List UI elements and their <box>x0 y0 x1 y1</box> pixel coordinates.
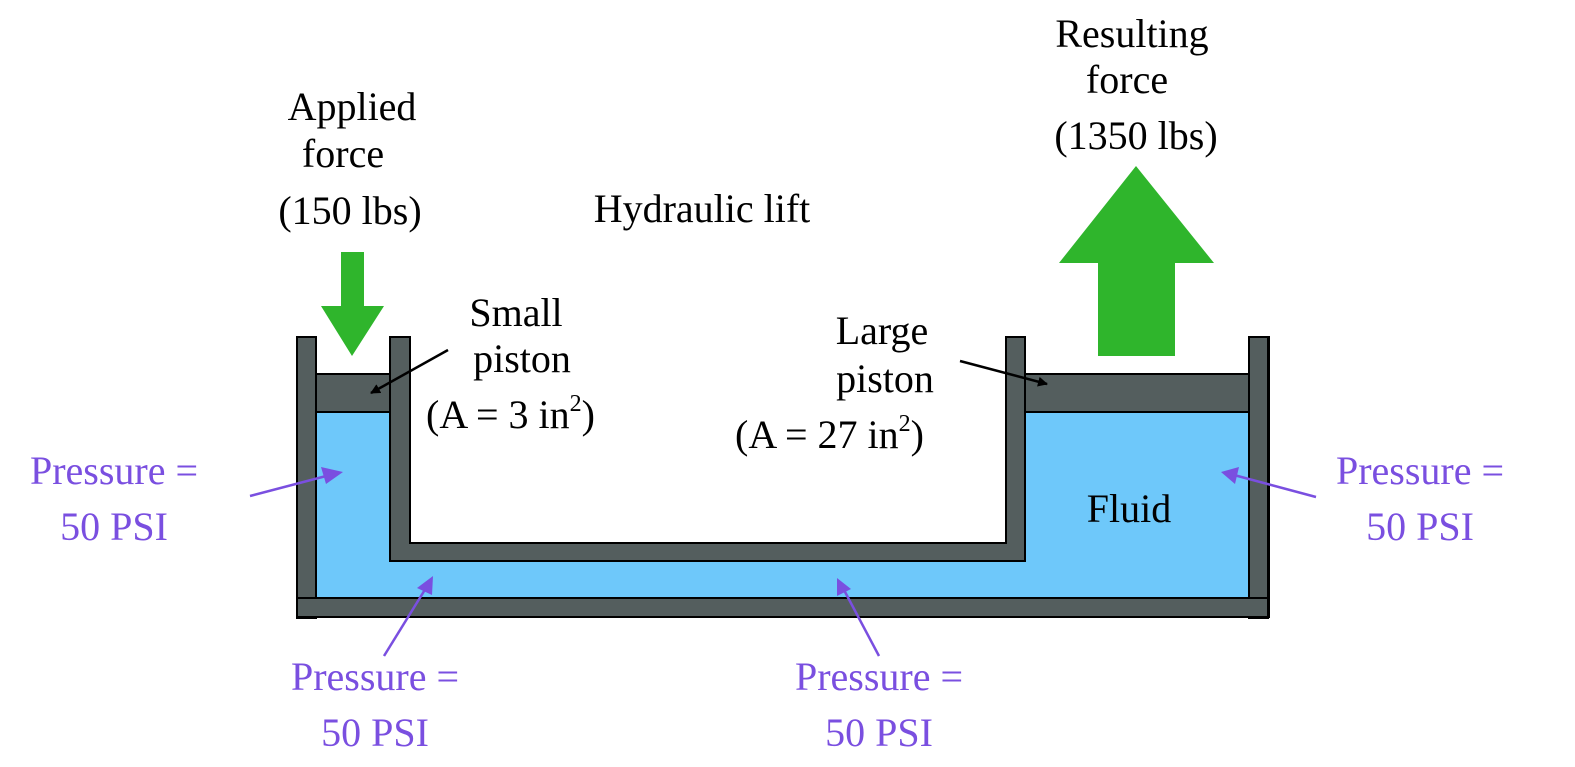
applied-force-label-3: (150 lbs) <box>278 188 421 233</box>
pressure-bottom-middle-line1: Pressure = <box>795 654 963 699</box>
diagram-title: Hydraulic lift <box>594 186 811 231</box>
small-piston-label-1: Small <box>469 290 562 335</box>
small-piston-area: (A = 3 in2) <box>426 391 595 437</box>
small-piston <box>315 373 391 413</box>
fluid-label: Fluid <box>1087 486 1171 531</box>
pressure-left-line2: 50 PSI <box>60 504 168 549</box>
resulting-force-label-3: (1350 lbs) <box>1054 113 1217 158</box>
large-piston-label-2: piston <box>836 356 934 401</box>
pressure-pointers <box>249 467 1317 657</box>
pressure-bottom-left-line2: 50 PSI <box>321 710 429 755</box>
resulting-force-label-1: Resulting <box>1055 11 1208 56</box>
pressure-right-line2: 50 PSI <box>1366 504 1474 549</box>
resulting-force-label-2: force <box>1086 57 1168 102</box>
applied-force-label-2: force <box>302 131 384 176</box>
large-piston <box>1024 373 1250 413</box>
resulting-force-arrow <box>1059 166 1214 356</box>
small-piston-label-2: piston <box>473 336 571 381</box>
applied-force-label-1: Applied <box>288 84 417 129</box>
pressure-right-line1: Pressure = <box>1336 448 1504 493</box>
small-piston-pointer <box>370 348 449 395</box>
pressure-bottom-middle-line2: 50 PSI <box>825 710 933 755</box>
large-piston-area: (A = 27 in2) <box>735 411 924 457</box>
pressure-left-line1: Pressure = <box>30 448 198 493</box>
pressure-bottom-left-line1: Pressure = <box>291 654 459 699</box>
large-piston-label-1: Large <box>836 308 929 353</box>
large-piston-pointer <box>959 359 1048 387</box>
applied-force-arrow <box>321 252 384 356</box>
inner-open-space <box>411 310 1005 542</box>
